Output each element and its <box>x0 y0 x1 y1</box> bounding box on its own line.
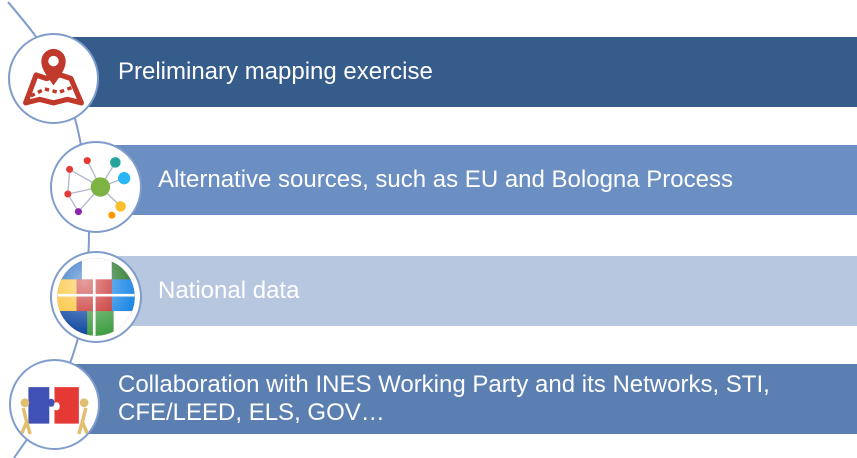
step-bar-alternative-sources: Alternative sources, such as EU and Bolo… <box>110 145 857 215</box>
step-bar-collaboration: Collaboration with INES Working Party an… <box>68 364 857 434</box>
puzzle-people-icon <box>9 359 100 450</box>
step-label: National data <box>158 277 300 305</box>
flag-globe-icon <box>50 251 142 343</box>
step-bar-national-data: National data <box>112 256 857 326</box>
step-label: Alternative sources, such as EU and Bolo… <box>158 166 733 194</box>
step-label: Preliminary mapping exercise <box>118 58 433 86</box>
step-label: Collaboration with INES Working Party an… <box>118 371 770 426</box>
map-pin-icon <box>8 33 99 124</box>
network-graph-icon <box>50 141 142 233</box>
step-bar-mapping: Preliminary mapping exercise <box>68 37 857 107</box>
